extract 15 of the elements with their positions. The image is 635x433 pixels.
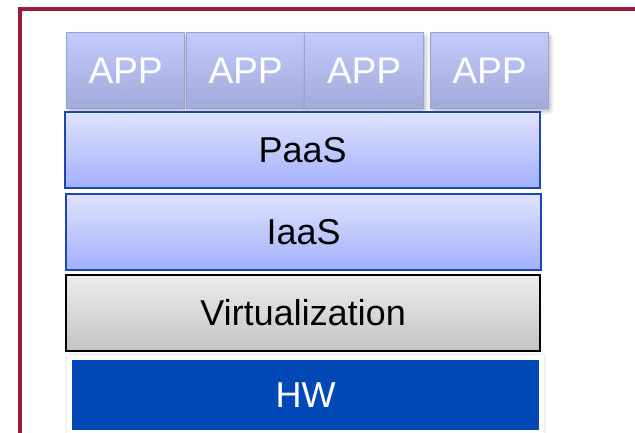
- layer-box: [65, 274, 541, 352]
- layer-label: APP: [208, 50, 283, 92]
- app-box: [304, 32, 424, 109]
- layer-label: APP: [326, 50, 402, 92]
- layer-label: IaaS: [266, 211, 341, 253]
- layer-label: HW: [276, 374, 336, 416]
- app-box: [186, 32, 305, 109]
- app-box: [430, 32, 549, 109]
- layer-label: PaaS: [258, 129, 347, 171]
- layer-box: [65, 193, 542, 271]
- layer-box: [64, 111, 541, 189]
- layer-label: APP: [452, 50, 527, 92]
- layer-label: Virtualization: [200, 292, 406, 334]
- layer-label: APP: [88, 50, 163, 92]
- app-box: [66, 32, 185, 109]
